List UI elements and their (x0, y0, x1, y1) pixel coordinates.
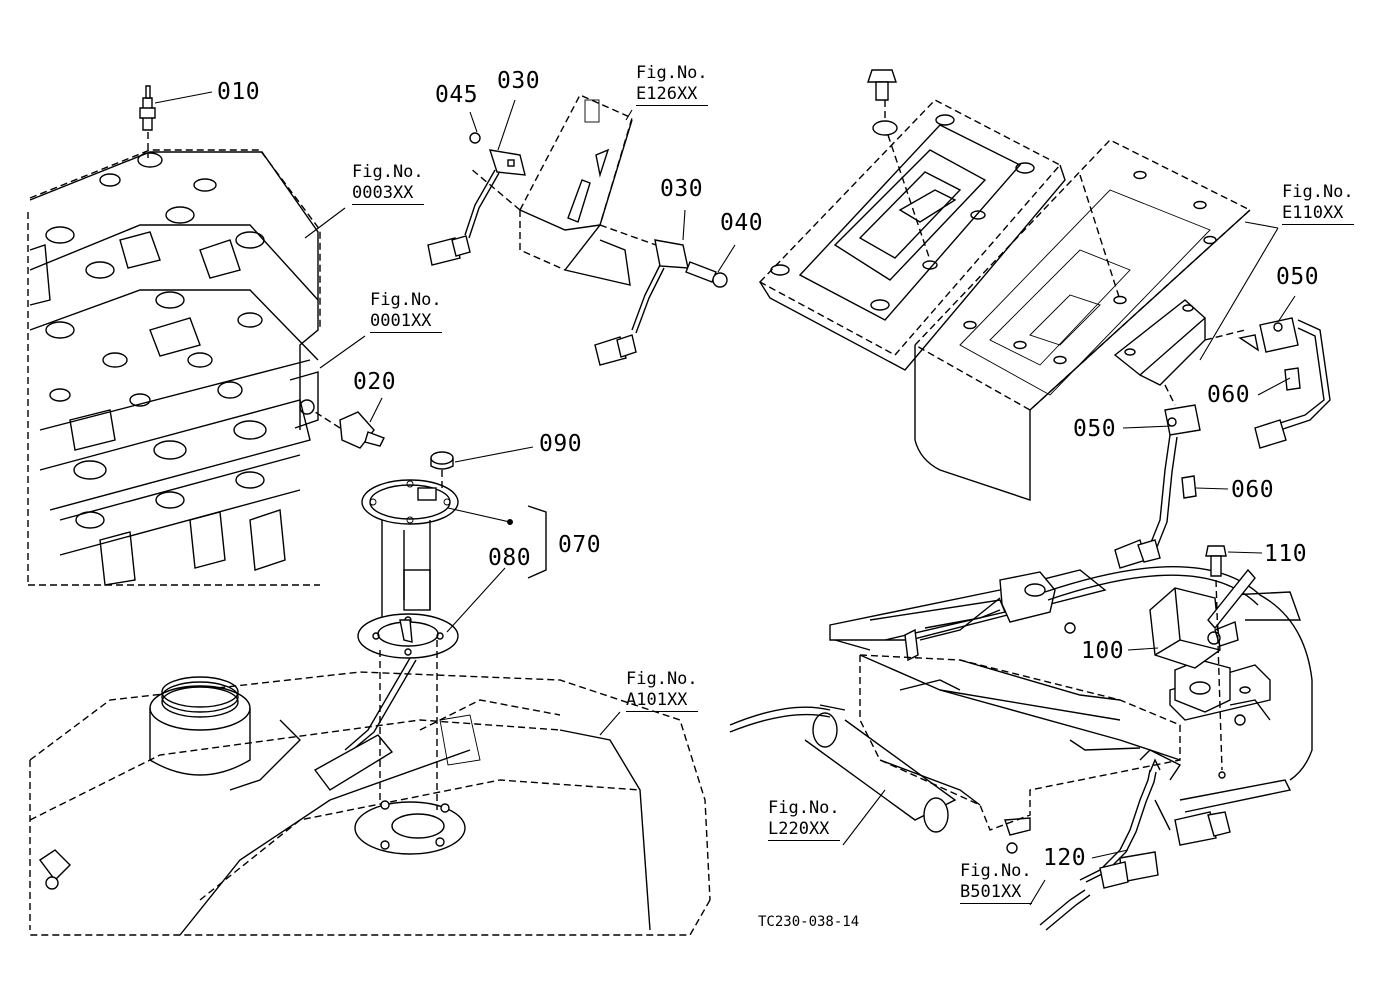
fig-ref-L220XX[interactable]: Fig.No. L220XX (768, 798, 840, 841)
part-label-010[interactable]: 010 (217, 79, 261, 105)
fig-ref-number: L220XX (768, 819, 840, 841)
part-label-050-left[interactable]: 050 (1073, 416, 1117, 442)
fig-ref-E126XX[interactable]: Fig.No. E126XX (636, 63, 708, 106)
drawing-code: TC230-038-14 (758, 914, 860, 930)
fig-ref-number: E126XX (636, 84, 708, 106)
fig-ref-E110XX[interactable]: Fig.No. E110XX (1282, 182, 1354, 225)
part-label-090[interactable]: 090 (539, 431, 583, 457)
switch-bracket-illustration (427, 94, 728, 366)
fig-ref-label: Fig.No. (626, 669, 698, 689)
fig-ref-number: 0001XX (370, 311, 442, 333)
part-label-030-lower[interactable]: 030 (660, 176, 704, 202)
part-label-070[interactable]: 070 (558, 532, 602, 558)
fig-ref-label: Fig.No. (370, 290, 442, 310)
fig-ref-label: Fig.No. (960, 861, 1032, 881)
fig-ref-number: A101XX (626, 690, 698, 712)
seat-frame-illustration (729, 545, 1313, 931)
fig-ref-label: Fig.No. (352, 162, 424, 182)
fig-ref-0003XX[interactable]: Fig.No. 0003XX (352, 162, 424, 205)
fig-ref-number: 0003XX (352, 183, 424, 205)
part-label-020[interactable]: 020 (353, 369, 397, 395)
part-label-100[interactable]: 100 (1081, 638, 1125, 664)
part-label-060-lower[interactable]: 060 (1231, 477, 1275, 503)
part-label-030-upper[interactable]: 030 (497, 68, 541, 94)
fig-ref-0001XX[interactable]: Fig.No. 0001XX (370, 290, 442, 333)
fig-ref-label: Fig.No. (1282, 182, 1354, 202)
fig-ref-label: Fig.No. (768, 798, 840, 818)
fig-ref-number: B501XX (960, 882, 1032, 904)
fuel-tank-illustration (29, 451, 711, 936)
part-label-045[interactable]: 045 (435, 82, 479, 108)
part-label-080[interactable]: 080 (488, 545, 532, 571)
part-label-110[interactable]: 110 (1264, 541, 1308, 567)
fig-ref-number: E110XX (1282, 203, 1354, 225)
part-label-040[interactable]: 040 (720, 210, 764, 236)
part-label-060-upper[interactable]: 060 (1207, 382, 1251, 408)
part-label-050-right[interactable]: 050 (1276, 264, 1320, 290)
part-label-120[interactable]: 120 (1043, 845, 1087, 871)
seat-plate-illustration (758, 69, 1331, 569)
fig-ref-A101XX[interactable]: Fig.No. A101XX (626, 669, 698, 712)
leader-lines (154, 91, 1296, 906)
fig-ref-B501XX[interactable]: Fig.No. B501XX (960, 861, 1032, 904)
engine-block-illustration (27, 85, 385, 586)
fig-ref-label: Fig.No. (636, 63, 708, 83)
